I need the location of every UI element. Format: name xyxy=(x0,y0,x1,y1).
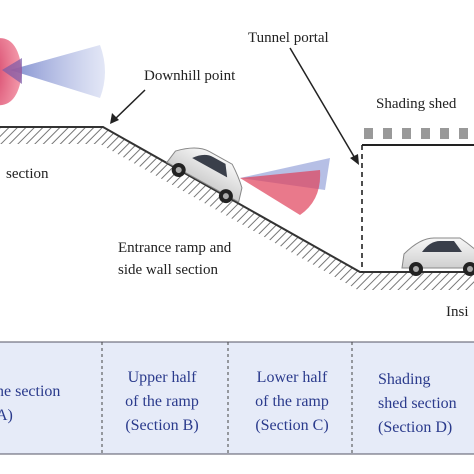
car-inside-tunnel xyxy=(401,237,474,276)
tunnel-portal-structure xyxy=(361,128,474,272)
section-b-line1: Upper half xyxy=(128,369,198,386)
car-on-ramp xyxy=(166,147,243,204)
section-b-line2: of the ramp xyxy=(125,393,199,410)
section-band xyxy=(0,341,474,455)
section-b: Upper half of the ramp (Section B) xyxy=(125,369,199,434)
section-a-line1: ne section xyxy=(0,383,60,400)
section-d-line2: shed section xyxy=(378,395,457,412)
section-a-line2: A) xyxy=(0,407,13,424)
sensor-cone-ramp xyxy=(240,158,330,215)
label-entrance-ramp-line2: side wall section xyxy=(118,262,218,278)
label-shading-shed: Shading shed xyxy=(376,96,457,112)
label-downhill-point: Downhill point xyxy=(144,68,236,84)
label-approach-section: section xyxy=(6,166,49,182)
label-entrance-ramp-line1: Entrance ramp and xyxy=(118,240,232,256)
section-c: Lower half of the ramp (Section C) xyxy=(255,369,329,434)
section-d-line3: (Section D) xyxy=(378,419,452,436)
label-tunnel-portal: Tunnel portal xyxy=(248,30,329,46)
sensor-cones-left xyxy=(0,38,105,106)
section-d: Shading shed section (Section D) xyxy=(378,371,457,436)
arrow-downhill-point xyxy=(110,89,146,124)
section-b-line3: (Section B) xyxy=(125,417,198,434)
section-c-line1: Lower half xyxy=(257,369,328,386)
section-d-line1: Shading xyxy=(378,371,430,388)
arrow-tunnel-portal xyxy=(289,47,359,165)
section-c-line3: (Section C) xyxy=(255,417,328,434)
label-inside: Insi xyxy=(446,304,469,320)
section-a: ne section A) xyxy=(0,383,60,424)
section-c-line2: of the ramp xyxy=(255,393,329,410)
shading-shed-slats xyxy=(364,128,468,139)
